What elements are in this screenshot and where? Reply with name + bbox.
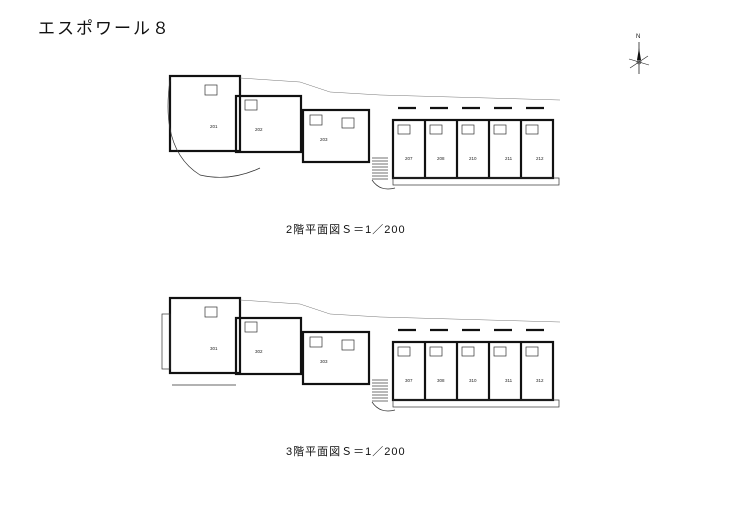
- north-label: N: [636, 34, 640, 40]
- floor-3-caption: 3階平面図Ｓ＝1／200: [286, 446, 406, 458]
- curved-balcony: [167, 79, 261, 178]
- room-number: 201: [210, 124, 218, 129]
- studio-block: [391, 118, 555, 180]
- bathroom-fixture: [244, 321, 258, 333]
- room-number: 203: [320, 137, 328, 142]
- bathroom-fixture: [493, 346, 507, 357]
- floor-2-caption: 2階平面図Ｓ＝1／200: [286, 224, 406, 236]
- bathroom-fixture: [244, 99, 258, 111]
- bathroom-fixture: [525, 346, 539, 357]
- room-number: 312: [536, 378, 544, 383]
- room-number: 207: [405, 156, 413, 161]
- unit-block: [234, 94, 303, 154]
- bathroom-fixture: [525, 124, 539, 135]
- studio-balcony: [392, 177, 560, 186]
- bathroom-fixture: [397, 346, 411, 357]
- floor-plan-2: 201 202 203 207 208 210 211 212: [167, 74, 561, 190]
- room-number: 303: [320, 359, 328, 364]
- floor-plan-3: 301 302 303 307 308 310 311 312: [161, 296, 561, 412]
- corridor-edge: [239, 299, 561, 323]
- bathroom-fixture: [397, 124, 411, 135]
- drawing-title: エスポワール８: [38, 19, 171, 38]
- bathroom-fixture: [429, 346, 443, 357]
- bathroom-fixture: [429, 124, 443, 135]
- unit-block: [301, 108, 371, 164]
- room-number: 308: [437, 378, 445, 383]
- bathroom-fixture: [341, 117, 355, 129]
- studio-balcony: [392, 399, 560, 408]
- room-number: 301: [210, 346, 218, 351]
- balcony: [161, 313, 171, 370]
- room-number: 311: [505, 378, 513, 383]
- bathroom-fixture: [204, 306, 218, 318]
- unit-block: [168, 74, 242, 153]
- bathroom-fixture: [341, 339, 355, 351]
- north-arrow-icon: N: [628, 34, 650, 74]
- bathroom-fixture: [309, 336, 323, 348]
- unit-block: [234, 316, 303, 376]
- bathroom-fixture: [204, 84, 218, 96]
- corridor-edge: [239, 77, 561, 101]
- room-number: 212: [536, 156, 544, 161]
- room-number: 210: [469, 156, 477, 161]
- bathroom-fixture: [493, 124, 507, 135]
- studio-block: [391, 340, 555, 402]
- unit-block: [301, 330, 371, 386]
- bathroom-fixture: [461, 124, 475, 135]
- room-number: 202: [255, 127, 263, 132]
- bathroom-fixture: [461, 346, 475, 357]
- room-number: 208: [437, 156, 445, 161]
- staircase: [371, 379, 396, 412]
- staircase: [371, 157, 396, 190]
- room-number: 211: [505, 156, 513, 161]
- room-number: 307: [405, 378, 413, 383]
- room-number: 310: [469, 378, 477, 383]
- room-number: 302: [255, 349, 263, 354]
- bathroom-fixture: [309, 114, 323, 126]
